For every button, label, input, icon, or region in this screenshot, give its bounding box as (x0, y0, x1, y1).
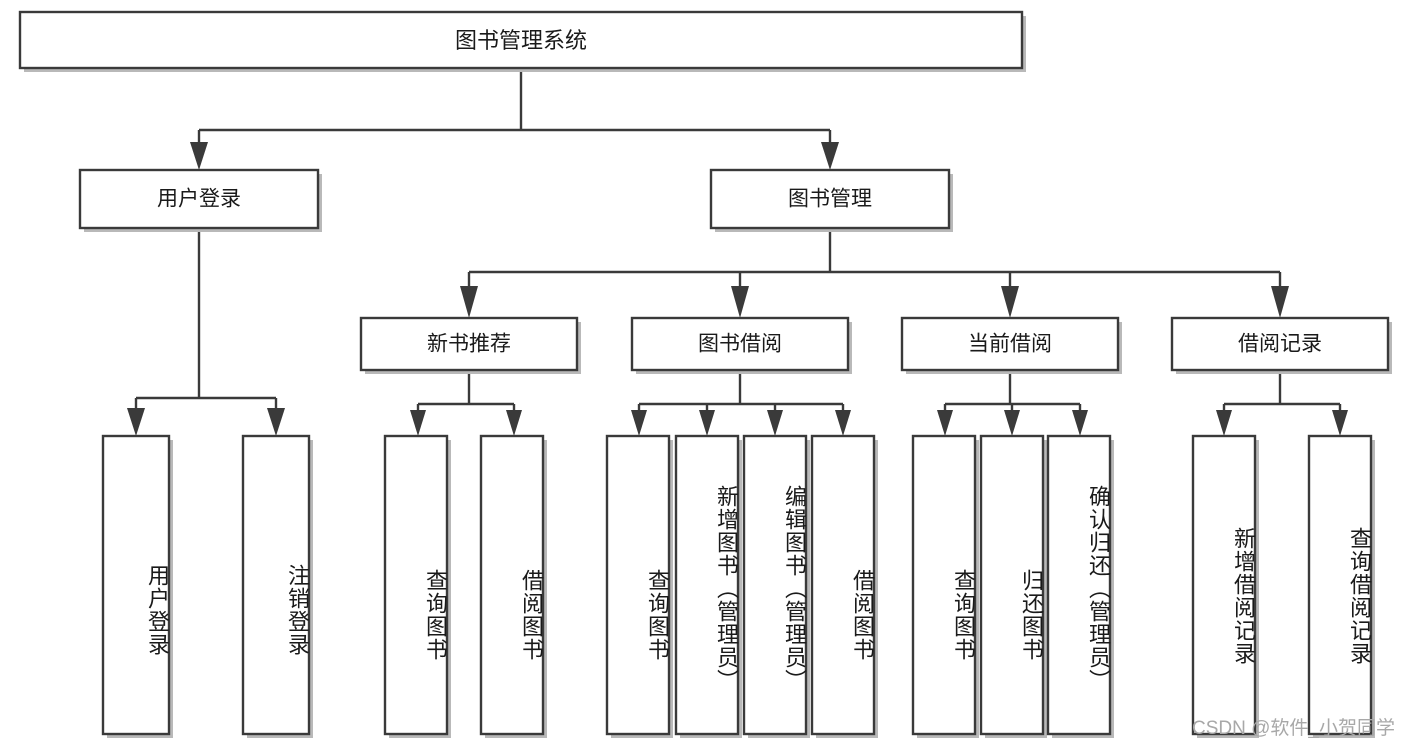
arrowhead-leaf-query-book-2 (631, 410, 647, 436)
arrowhead-book-manage (821, 142, 839, 170)
node-leaf-add-record-box[interactable] (1191, 434, 1257, 736)
node-leaf-add-book[interactable] (674, 434, 742, 738)
node-leaf-query-book-1[interactable] (383, 434, 451, 738)
node-user-login[interactable]: 用户登录 (78, 168, 322, 232)
node-current-borrow[interactable]: 当前借阅 (900, 316, 1122, 374)
node-leaf-borrow-book-2[interactable] (810, 434, 878, 738)
connector-group-root (190, 68, 839, 170)
connector-group-current-borrow (937, 374, 1088, 436)
node-leaf-add-book-box[interactable] (674, 434, 740, 736)
node-leaf-query-book-2[interactable] (605, 434, 673, 738)
arrowhead-leaf-return-book (1004, 410, 1020, 436)
arrowhead-leaf-logout (267, 408, 285, 436)
arrowhead-current-borrow (1001, 286, 1019, 318)
arrowhead-new-book-recommend (460, 286, 478, 318)
connector-group-new-book-recommend (410, 374, 522, 436)
arrowhead-leaf-add-record (1216, 410, 1232, 436)
arrowhead-leaf-user-login (127, 408, 145, 436)
node-leaf-return-book[interactable] (979, 434, 1047, 738)
node-root[interactable]: 图书管理系统 (18, 10, 1026, 72)
node-book-borrow-box[interactable] (630, 316, 850, 372)
arrowhead-leaf-borrow-book-2 (835, 410, 851, 436)
arrowhead-book-borrow (731, 286, 749, 318)
node-leaf-borrow-book-1[interactable] (479, 434, 547, 738)
node-root-box[interactable] (18, 10, 1024, 70)
node-leaf-query-book-3[interactable] (911, 434, 979, 738)
node-book-manage-label: 图书管理 (788, 188, 872, 211)
arrowhead-leaf-query-record (1332, 410, 1348, 436)
node-user-login-label: 用户登录 (157, 188, 241, 211)
watermark-text: CSDN @软件_小贺同学 (1192, 718, 1395, 739)
node-leaf-query-book-1-box[interactable] (383, 434, 449, 736)
arrowhead-leaf-edit-book (767, 410, 783, 436)
node-borrow-record-box[interactable] (1170, 316, 1390, 372)
node-root-label: 图书管理系统 (455, 28, 587, 53)
node-leaf-query-record[interactable] (1307, 434, 1375, 738)
connector-group-book-borrow (631, 374, 851, 436)
arrowhead-leaf-add-book (699, 410, 715, 436)
node-borrow-record-label: 借阅记录 (1238, 333, 1322, 356)
node-leaf-add-record[interactable] (1191, 434, 1259, 738)
node-leaf-user-login-box[interactable] (101, 434, 171, 736)
arrowhead-leaf-query-book-1 (410, 410, 426, 436)
arrowhead-borrow-record (1271, 286, 1289, 318)
connector-group-book-manage (460, 232, 1289, 318)
node-leaf-query-record-box[interactable] (1307, 434, 1373, 736)
node-leaf-borrow-book-1-box[interactable] (479, 434, 545, 736)
node-book-borrow-label: 图书借阅 (698, 333, 782, 356)
node-new-book-recommend-box[interactable] (359, 316, 579, 372)
node-leaf-confirm-return[interactable] (1046, 434, 1114, 738)
node-leaf-query-book-3-box[interactable] (911, 434, 977, 736)
node-current-borrow-label: 当前借阅 (968, 333, 1052, 356)
node-new-book-recommend-label: 新书推荐 (427, 333, 511, 356)
node-leaf-logout-box[interactable] (241, 434, 311, 736)
node-new-book-recommend[interactable]: 新书推荐 (359, 316, 581, 374)
node-leaf-edit-book[interactable] (742, 434, 810, 738)
node-book-manage[interactable]: 图书管理 (709, 168, 953, 232)
node-user-login-box[interactable] (78, 168, 320, 230)
node-leaf-user-login[interactable] (101, 434, 173, 738)
node-leaf-edit-book-box[interactable] (742, 434, 808, 736)
connector-group-borrow-record (1216, 374, 1348, 436)
node-leaf-confirm-return-box[interactable] (1046, 434, 1112, 736)
arrowhead-leaf-borrow-book-1 (506, 410, 522, 436)
node-borrow-record[interactable]: 借阅记录 (1170, 316, 1392, 374)
node-leaf-borrow-book-2-box[interactable] (810, 434, 876, 736)
node-current-borrow-box[interactable] (900, 316, 1120, 372)
node-leaf-return-book-box[interactable] (979, 434, 1045, 736)
connector-group-user-login (127, 232, 285, 436)
arrowhead-user-login (190, 142, 208, 170)
arrowhead-leaf-confirm-return (1072, 410, 1088, 436)
arrowhead-leaf-query-book-3 (937, 410, 953, 436)
node-leaf-logout[interactable] (241, 434, 313, 738)
node-book-borrow[interactable]: 图书借阅 (630, 316, 852, 374)
node-book-manage-box[interactable] (709, 168, 951, 230)
node-leaf-query-book-2-box[interactable] (605, 434, 671, 736)
